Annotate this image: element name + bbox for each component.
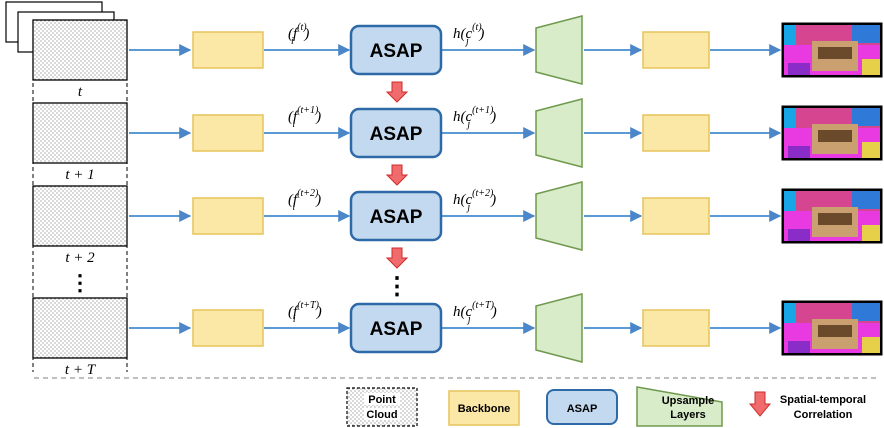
legend-correlation-label-1: Spatial-temporal xyxy=(780,394,866,406)
correlation-arrows xyxy=(385,81,409,269)
backbone-block xyxy=(192,31,264,69)
asap-label: ASAP xyxy=(370,207,423,228)
upsample-block xyxy=(535,15,583,85)
correlation-arrow-2 xyxy=(385,164,409,186)
pipeline-row: t + 2 (f(t+2)i) ASAP h(c(t+2)j) xyxy=(32,181,883,266)
legend-backbone: Backbone xyxy=(448,390,520,426)
backbone-block xyxy=(192,197,264,235)
upsample-block xyxy=(535,98,583,168)
correlation-notation: h(c(t+T)j) xyxy=(453,300,497,325)
legend-point-cloud: Point Cloud xyxy=(346,387,418,427)
pipeline-row: t (f(t)i) ASAP h(c(t)j) xyxy=(32,15,883,100)
upsample-block xyxy=(535,293,583,363)
feature-notation: (f(t+2)i) xyxy=(288,188,321,213)
legend-correlation: Spatial-temporal Correlation xyxy=(748,391,866,421)
correlation-arrow-1 xyxy=(385,81,409,103)
pipeline-row: t + T (f(t+T)i) ASAP h(c(t+T)j) xyxy=(32,293,883,378)
legend-correlation-arrow xyxy=(748,391,772,417)
legend-backbone-label: Backbone xyxy=(458,403,511,415)
output-backbone-block xyxy=(642,197,710,235)
feature-notation: (f(t+T)i) xyxy=(288,300,322,325)
legend-asap: ASAP xyxy=(546,389,618,425)
correlation-notation: h(c(t+2)j) xyxy=(453,188,496,213)
asap-label: ASAP xyxy=(370,319,423,340)
correlation-notation: h(c(t)j) xyxy=(453,22,484,47)
asap-block xyxy=(349,302,443,354)
upsample-block xyxy=(535,181,583,251)
backbone-block xyxy=(192,114,264,152)
correlation-notation: h(c(t+1)j) xyxy=(453,105,496,130)
time-label: t + 2 xyxy=(65,250,95,266)
legend: Point Cloud Backbone ASAP Upsample Layer… xyxy=(346,386,866,427)
ellipsis-asap: ⋮ xyxy=(385,273,409,300)
time-label: t xyxy=(78,84,83,100)
time-label: t + T xyxy=(65,362,97,378)
point-cloud-frame xyxy=(32,185,128,247)
legend-point-label-1: Point xyxy=(368,394,396,406)
asap-label: ASAP xyxy=(370,124,423,145)
output-backbone-block xyxy=(642,309,710,347)
asap-block xyxy=(349,190,443,242)
legend-upsample-label-1: Upsample xyxy=(662,395,715,407)
feature-notation: (f(t+1)i) xyxy=(288,105,321,130)
backbone-block xyxy=(192,309,264,347)
output-backbone-block xyxy=(642,114,710,152)
legend-upsample: Upsample Layers xyxy=(636,386,723,427)
legend-point-label-2: Cloud xyxy=(366,409,397,421)
segmentation-output xyxy=(781,22,883,78)
legend-correlation-label-2: Correlation xyxy=(794,409,853,421)
output-backbone-block xyxy=(642,31,710,69)
legend-asap-label: ASAP xyxy=(567,403,598,415)
point-cloud-frame xyxy=(32,297,128,359)
asap-block xyxy=(349,107,443,159)
asap-label: ASAP xyxy=(370,41,423,62)
point-cloud-frame xyxy=(32,102,128,164)
ellipsis-frames: ⋮ xyxy=(69,270,91,295)
segmentation-output xyxy=(781,300,883,356)
legend-upsample-label-2: Layers xyxy=(670,409,705,421)
time-label: t + 1 xyxy=(65,167,94,183)
pipeline-row: t + 1 (f(t+1)i) ASAP h(c(t+1)j) xyxy=(32,98,883,183)
segmentation-output xyxy=(781,105,883,161)
feature-notation: (f(t)i) xyxy=(288,22,309,47)
segmentation-output xyxy=(781,188,883,244)
point-cloud-frame xyxy=(32,19,128,81)
asap-block xyxy=(349,24,443,76)
correlation-arrow-3 xyxy=(385,247,409,269)
